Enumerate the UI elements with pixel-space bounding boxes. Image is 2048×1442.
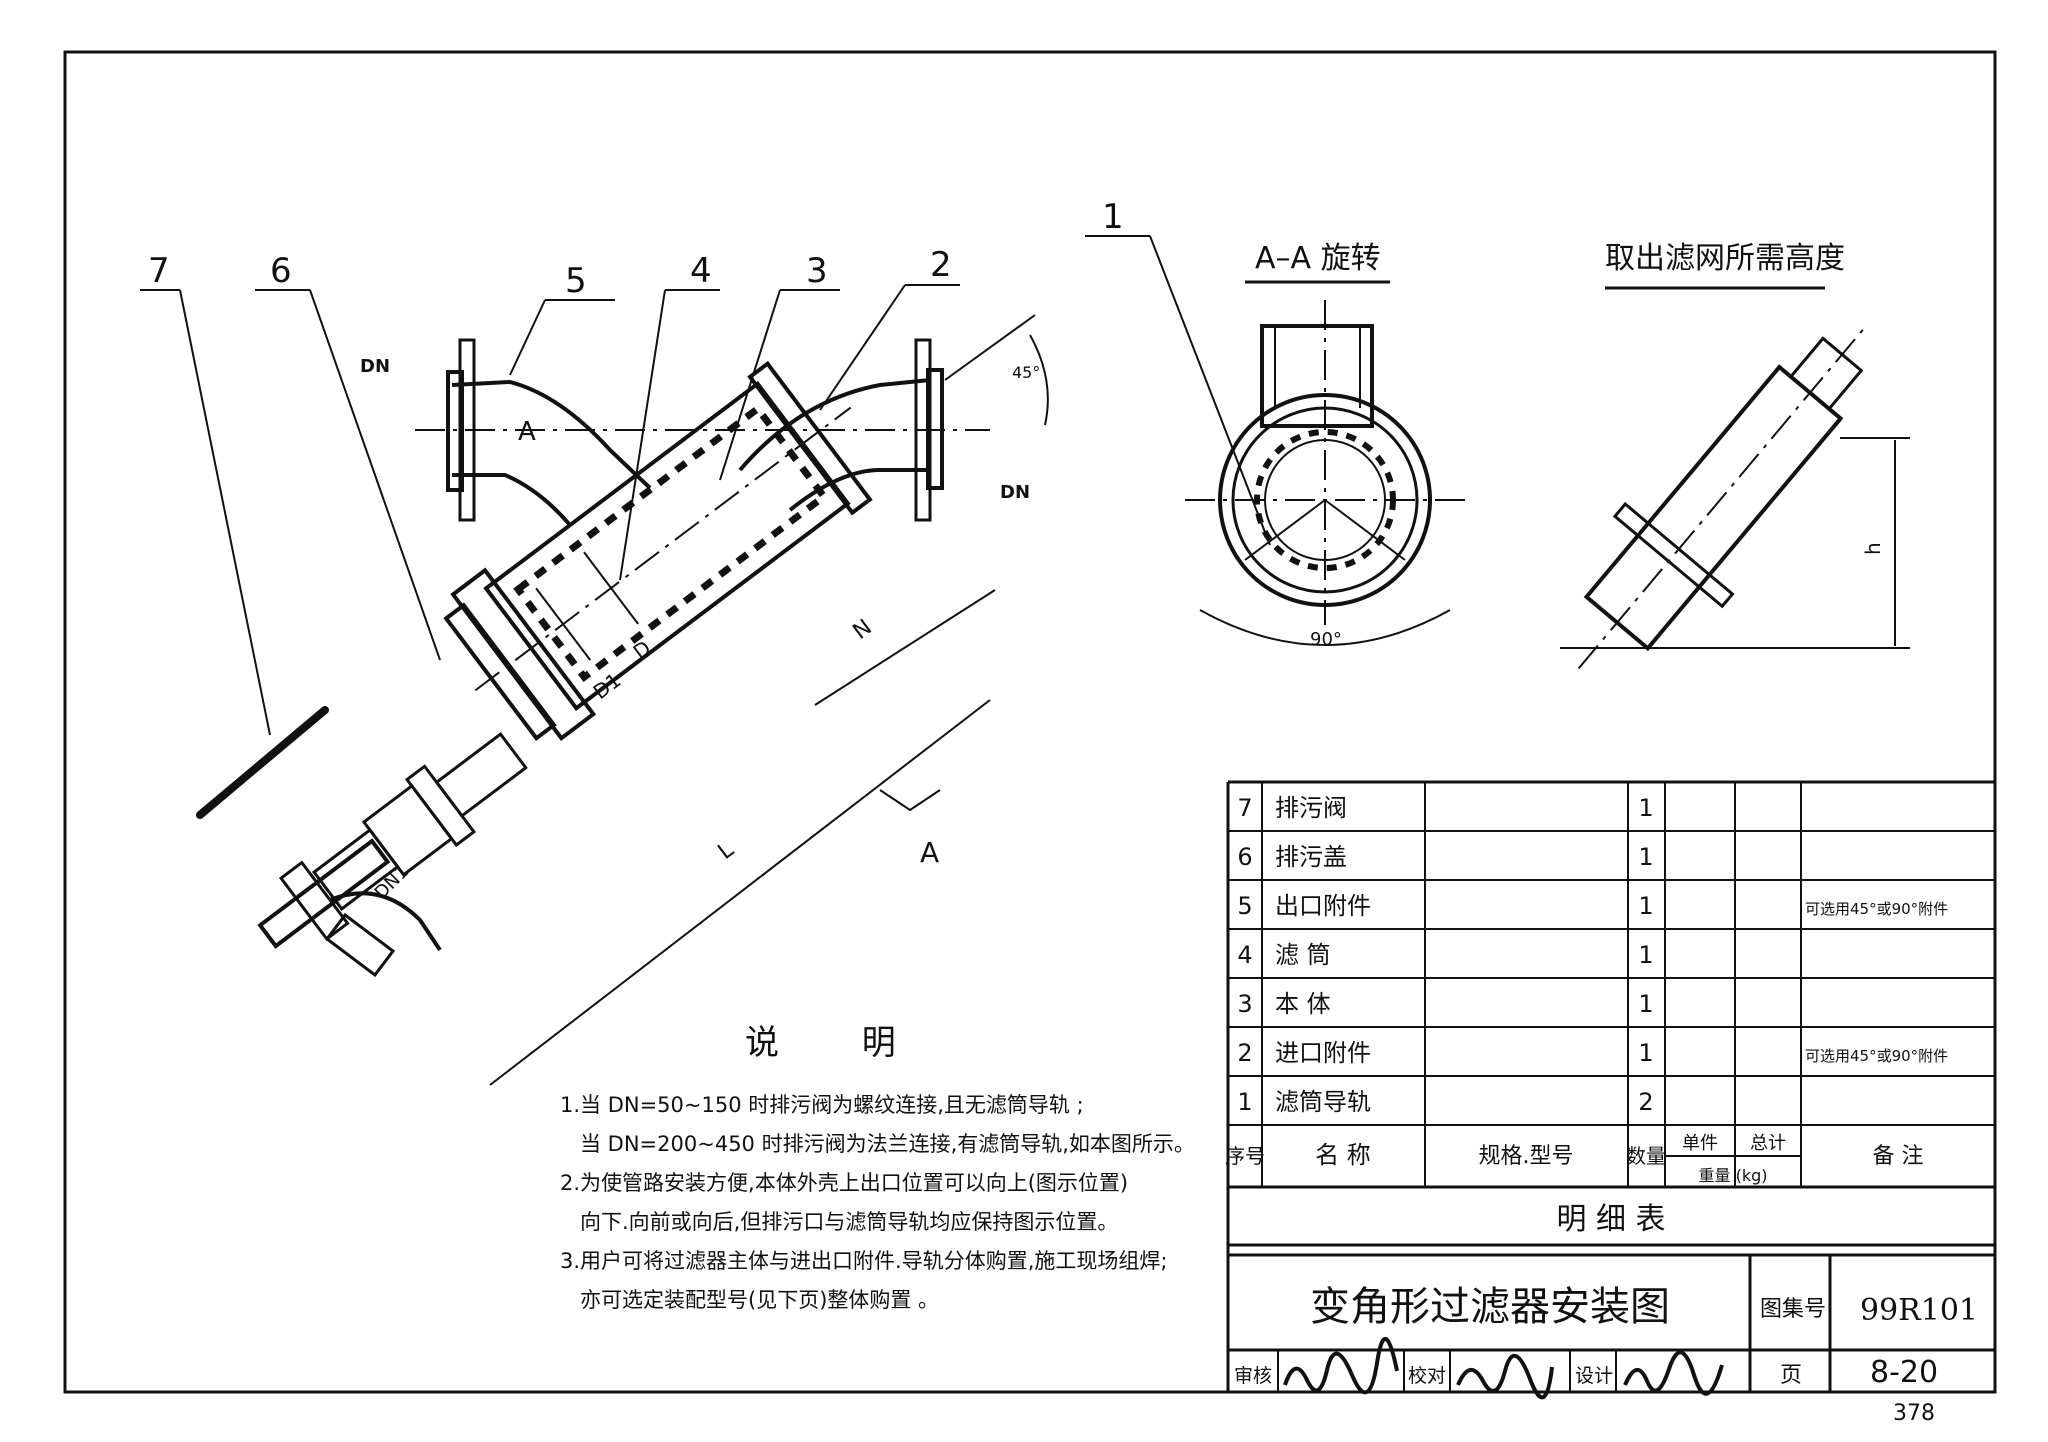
dim-90: 90°: [1310, 629, 1342, 650]
callout-5: 5: [565, 261, 587, 301]
note-line-5: 3.用户可将过滤器主体与进出口附件.导轨分体购置,施工现场组焊;: [560, 1249, 1168, 1273]
atlas-number: 99R101: [1860, 1293, 1978, 1328]
callout-2: 2: [930, 245, 952, 285]
sheet-number: 378: [1893, 1401, 1935, 1426]
callout-4: 4: [690, 251, 712, 291]
sheet-border: [63, 50, 1997, 1394]
strainer-main-view: [196, 314, 1049, 1086]
callout-3: 3: [806, 251, 828, 291]
dim-n: N: [849, 615, 877, 645]
page-number: 8-20: [1870, 1355, 1938, 1390]
bom-row-qty: 1: [1638, 941, 1653, 969]
page-label: 页: [1780, 1363, 1802, 1388]
bom-row-name: 出口附件: [1275, 892, 1371, 920]
bom-row-no: 3: [1237, 990, 1252, 1018]
note-line-1: 1.当 DN=50~150 时排污阀为螺纹连接,且无滤筒导轨 ;: [560, 1093, 1084, 1117]
dim-l: L: [714, 837, 739, 865]
bom-row-name: 本 体: [1275, 990, 1331, 1018]
dim-a-view: A: [920, 836, 939, 869]
callout-leaders: [140, 235, 1271, 736]
bom-row-no: 4: [1237, 941, 1252, 969]
bom-row-name: 排污阀: [1275, 794, 1347, 822]
note-line-4: 向下.向前或向后,但排污口与滤筒导轨均应保持图示位置。: [580, 1210, 1119, 1234]
bom-row-name: 滤筒导轨: [1275, 1088, 1371, 1116]
dim-h: h: [1861, 542, 1885, 555]
bom-header-remark: 备 注: [1873, 1144, 1924, 1169]
design-signature: [1623, 1350, 1724, 1396]
drawing-title: 变角形过滤器安装图: [1310, 1284, 1670, 1330]
check-label: 校对: [1408, 1365, 1446, 1387]
bom-header-unit: 单件: [1682, 1133, 1718, 1154]
dim-45: 45°: [1012, 363, 1040, 382]
bom-header-no: 序号: [1225, 1144, 1265, 1168]
dim-dn-inlet: DN: [360, 356, 390, 377]
bom-caption: 明 细 表: [1556, 1202, 1665, 1237]
bom-row-no: 2: [1237, 1039, 1252, 1067]
bom-row-qty: 1: [1638, 843, 1653, 871]
bom-row-no: 5: [1237, 892, 1252, 920]
note-line-3: 2.为使管路安装方便,本体外壳上出口位置可以向上(图示位置): [560, 1171, 1129, 1195]
notes-heading: 说 明: [745, 1023, 932, 1063]
dim-dn-outlet: DN: [1000, 482, 1030, 503]
bom-header-total: 总计: [1750, 1133, 1786, 1154]
removal-height-view: 取出滤网所需高度: [1560, 241, 1910, 670]
section-aa-view: A–A 旋转: [1185, 241, 1465, 646]
dim-a-mark: A: [518, 417, 536, 447]
bom-header-qty: 数量: [1626, 1144, 1666, 1168]
bom-row-remark: 可选用45°或90°附件: [1805, 900, 1948, 918]
bom-row-no: 7: [1237, 794, 1252, 822]
callout-6: 6: [270, 251, 292, 291]
bom-header-name: 名 称: [1315, 1141, 1371, 1169]
note-line-6: 亦可选定装配型号(见下页)整体购置 。: [580, 1288, 940, 1312]
section-aa-title: A–A 旋转: [1255, 241, 1381, 276]
removal-title: 取出滤网所需高度: [1605, 241, 1845, 276]
callout-1: 1: [1102, 197, 1124, 237]
bom-row-qty: 1: [1638, 794, 1653, 822]
dimension-labels: DN DN A A 45° N L D D1 DN1 90° h: [360, 356, 1885, 904]
check-signature: [1456, 1354, 1554, 1400]
title-block: 变角形过滤器安装图 图集号 99R101 页 8-20 审核 校对 设计 378: [1226, 1253, 1997, 1426]
bom-row-qty: 2: [1638, 1088, 1653, 1116]
note-line-2: 当 DN=200~450 时排污阀为法兰连接,有滤筒导轨,如本图所示。: [580, 1132, 1195, 1156]
callout-labels: 7 6 5 4 3 2 1: [148, 197, 1124, 301]
review-signature: [1283, 1337, 1399, 1395]
callout-7: 7: [148, 251, 170, 291]
bom-row-qty: 1: [1638, 1039, 1653, 1067]
drain-valve: [257, 732, 528, 949]
design-label: 设计: [1575, 1365, 1613, 1387]
bom-row-name: 排污盖: [1275, 843, 1347, 871]
bom-row-no: 1: [1237, 1088, 1252, 1116]
bom-row-name: 进口附件: [1275, 1039, 1371, 1067]
bom-row-name: 滤 筒: [1275, 941, 1331, 969]
bom-header-spec: 规格.型号: [1479, 1144, 1574, 1169]
strainer-body: [443, 360, 873, 742]
bom-row-qty: 1: [1638, 990, 1653, 1018]
review-label: 审核: [1234, 1365, 1272, 1387]
bom-header-weight: 重量 (kg): [1699, 1166, 1768, 1185]
bom-row-remark: 可选用45°或90°附件: [1805, 1047, 1948, 1065]
bom-row-qty: 1: [1638, 892, 1653, 920]
atlas-label: 图集号: [1760, 1297, 1826, 1322]
bom-row-no: 6: [1237, 843, 1252, 871]
